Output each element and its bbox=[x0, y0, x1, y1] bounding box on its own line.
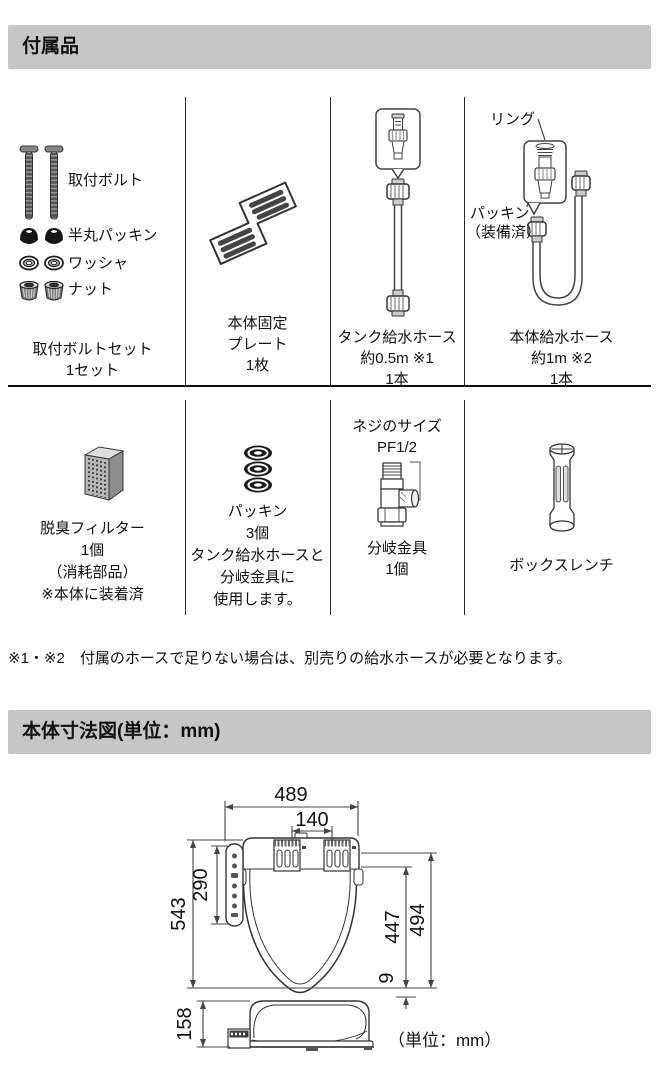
caption-line: 1セット bbox=[65, 362, 120, 379]
dimension-lines bbox=[187, 801, 437, 1048]
nut-icon bbox=[19, 280, 64, 301]
dim-depth-front: 447 bbox=[382, 910, 404, 943]
caption-line: パッキン bbox=[227, 503, 288, 520]
dim-width-top: 489 bbox=[274, 784, 307, 806]
tank-hose-icon bbox=[375, 108, 421, 317]
accessories-title: 付属品 bbox=[22, 36, 80, 57]
cell-fixing-plate: 本体固定 プレート 1枚 bbox=[185, 97, 330, 385]
caption-line: 取付ボルトセット bbox=[32, 341, 153, 358]
box-wrench-caption: ボックスレンチ bbox=[464, 555, 659, 576]
cell-main-hose: リング パッキン （装備済） 本体給水ホース 約1m ※2 1本 bbox=[464, 97, 659, 388]
cell-filter: 脱臭フィルター 1個 （消耗部品） ※本体に装着済 bbox=[0, 398, 185, 615]
box-wrench-icon bbox=[549, 443, 575, 532]
table-divider bbox=[185, 97, 186, 385]
bolt-label: 取付ボルト bbox=[68, 172, 144, 189]
caption-line: 約1m ※2 bbox=[531, 350, 592, 367]
washer-icon bbox=[19, 255, 64, 271]
bolt-set-caption: 取付ボルトセット 1セット bbox=[0, 339, 185, 381]
caption-line: ※本体に装着済 bbox=[41, 586, 144, 603]
main-hose-icon bbox=[523, 118, 591, 306]
packing-rings-icon bbox=[244, 445, 272, 493]
cell-bolt-set: 取付ボルト 半丸パッキン ワッシャ bbox=[0, 97, 185, 385]
branch-fitting-caption: 分岐金具 1個 bbox=[330, 538, 464, 580]
half-round-packing-icon bbox=[20, 228, 63, 244]
fixing-plate-icon bbox=[209, 181, 297, 265]
filter-caption: 脱臭フィルター 1個 （消耗部品） ※本体に装着済 bbox=[0, 518, 185, 606]
caption-line: タンク給水ホースと bbox=[190, 547, 325, 564]
caption-line: 使用します。 bbox=[213, 591, 302, 608]
caption-line: ボックスレンチ bbox=[509, 557, 614, 574]
control-panel bbox=[225, 843, 244, 927]
top-view-outline bbox=[236, 832, 364, 994]
table-divider bbox=[330, 97, 331, 385]
caption-line: プレート bbox=[227, 336, 288, 353]
caption-line: 約0.5m ※1 bbox=[360, 350, 434, 367]
nut-label: ナット bbox=[68, 281, 114, 298]
caption-line: 本体給水ホース bbox=[509, 329, 614, 346]
branch-fitting-icon bbox=[377, 461, 421, 527]
caption-line: 3個 bbox=[245, 525, 270, 542]
packing-caption: パッキン 3個 タンク給水ホースと 分岐金具に 使用します。 bbox=[185, 501, 330, 611]
caption-line: 本体固定 bbox=[227, 315, 288, 332]
table-divider bbox=[330, 400, 331, 615]
main-hose-caption: 本体給水ホース 約1m ※2 1本 bbox=[464, 327, 659, 390]
cell-tank-hose: タンク給水ホース 約0.5m ※1 1本 bbox=[330, 97, 464, 388]
caption-line: 分岐金具に bbox=[219, 569, 295, 586]
table-divider bbox=[185, 400, 186, 615]
cell-box-wrench: ボックスレンチ bbox=[464, 398, 659, 615]
dim-height: 158 bbox=[174, 1007, 196, 1040]
ring-callout: リング bbox=[490, 111, 536, 128]
caption-line: 1本 bbox=[549, 371, 574, 388]
packing-label: 半丸パッキン bbox=[68, 227, 158, 244]
deodorizing-filter-icon bbox=[83, 446, 125, 501]
caption-line: 1本 bbox=[385, 371, 409, 388]
tank-hose-caption: タンク給水ホース 約0.5m ※1 1本 bbox=[330, 327, 464, 390]
washer-label: ワッシャ bbox=[68, 255, 129, 272]
caption-line: 1個 bbox=[80, 542, 105, 559]
caption-line: 分岐金具 bbox=[366, 540, 427, 557]
cell-branch-fitting: ネジのサイズ PF1/2 分岐金具 1個 bbox=[330, 398, 464, 615]
dimensions-header: 本体寸法図(単位：mm) bbox=[8, 710, 651, 754]
table-divider bbox=[464, 400, 465, 615]
dim-panel-length: 290 bbox=[190, 868, 212, 901]
caption-line: （消耗部品） bbox=[47, 564, 138, 581]
caption-line: ネジのサイズ bbox=[352, 418, 442, 435]
bolt-plates bbox=[273, 839, 356, 872]
dimensions-title: 本体寸法図(単位：mm) bbox=[22, 721, 221, 742]
accessories-header: 付属品 bbox=[8, 25, 651, 69]
side-view-outline bbox=[227, 1000, 374, 1051]
table-rule bbox=[8, 385, 651, 387]
dim-bolt-pitch: 140 bbox=[295, 809, 328, 831]
dim-total-depth: 543 bbox=[168, 897, 190, 930]
caption-line: PF1/2 bbox=[376, 439, 418, 456]
table-divider bbox=[464, 97, 465, 385]
mounting-bolts-icon bbox=[19, 145, 64, 220]
screw-size-label: ネジのサイズ PF1/2 bbox=[330, 416, 464, 458]
unit-note: （単位：mm） bbox=[388, 1031, 502, 1050]
dim-depth-rear: 494 bbox=[407, 903, 429, 936]
dim-gap: 9 bbox=[376, 972, 398, 983]
packing-callout: パッキン bbox=[470, 205, 530, 222]
caption-line: 脱臭フィルター bbox=[40, 520, 145, 537]
caption-line: タンク給水ホース bbox=[337, 329, 457, 346]
caption-line: 1枚 bbox=[245, 357, 270, 374]
caption-line: 1個 bbox=[385, 561, 409, 578]
packing-callout-note: （装備済） bbox=[466, 224, 542, 241]
hose-footnote: ※1・※2 付属のホースで足りない場合は、別売りの給水ホースが必要となります。 bbox=[8, 650, 572, 667]
cell-packing: パッキン 3個 タンク給水ホースと 分岐金具に 使用します。 bbox=[185, 398, 330, 615]
fixing-plate-caption: 本体固定 プレート 1枚 bbox=[185, 313, 330, 376]
